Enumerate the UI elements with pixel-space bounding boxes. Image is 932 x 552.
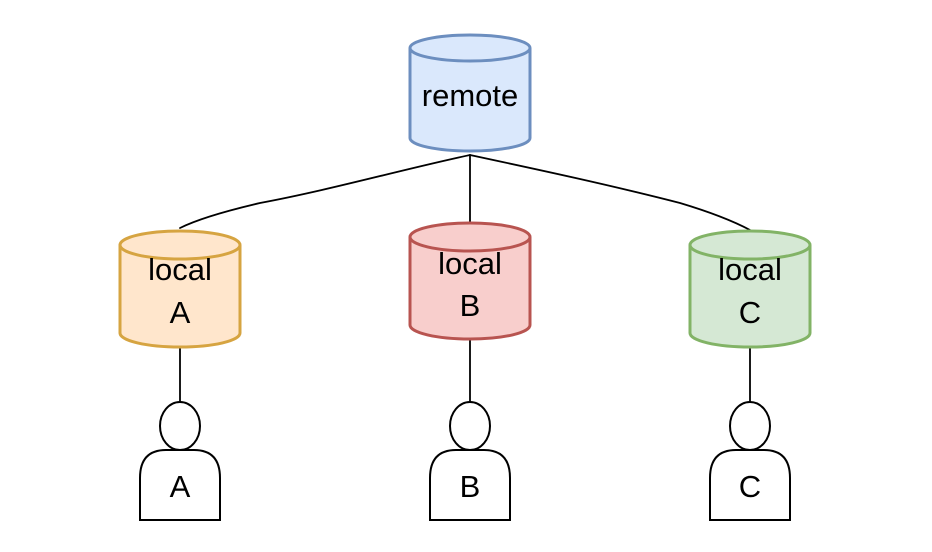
remote-database-body: [408, 33, 532, 153]
user-a-head-icon: [159, 401, 201, 451]
user-b-head-icon: [449, 401, 491, 451]
local-b-database-top: [408, 236, 532, 253]
user-a-label: A: [170, 469, 191, 504]
remote-label: remote: [422, 78, 518, 113]
edge-remote-local-c: [469, 154, 751, 231]
local-b-database: local B: [408, 221, 532, 341]
local-a-label-line2: A: [170, 295, 191, 330]
local-b-label-line2: B: [460, 288, 481, 323]
user-c: C: [709, 401, 791, 521]
local-b-database-body: [408, 221, 532, 341]
user-b-body-icon: [429, 449, 511, 521]
local-c-label-line2: C: [739, 295, 761, 330]
user-c-label: C: [739, 469, 761, 504]
user-c-head-icon: [729, 401, 771, 451]
local-b-label-line1: local: [438, 246, 502, 281]
user-b-label: B: [460, 469, 481, 504]
user-a-body-icon: [139, 449, 221, 521]
local-a-database-body: [118, 229, 242, 349]
user-b: B: [429, 401, 511, 521]
local-c-label-line1: local: [718, 252, 782, 287]
remote-database-top: [408, 47, 532, 63]
user-c-body-icon: [709, 449, 791, 521]
local-c-database: local C: [688, 229, 812, 349]
local-c-database-body: [688, 229, 812, 349]
remote-database: remote: [408, 33, 532, 153]
local-a-label-line1: local: [148, 252, 212, 287]
user-a: A: [139, 401, 221, 521]
local-a-database-top: [118, 244, 242, 261]
local-a-database: local A: [118, 229, 242, 349]
local-c-database-top: [688, 244, 812, 261]
edge-remote-local-a: [179, 154, 471, 229]
